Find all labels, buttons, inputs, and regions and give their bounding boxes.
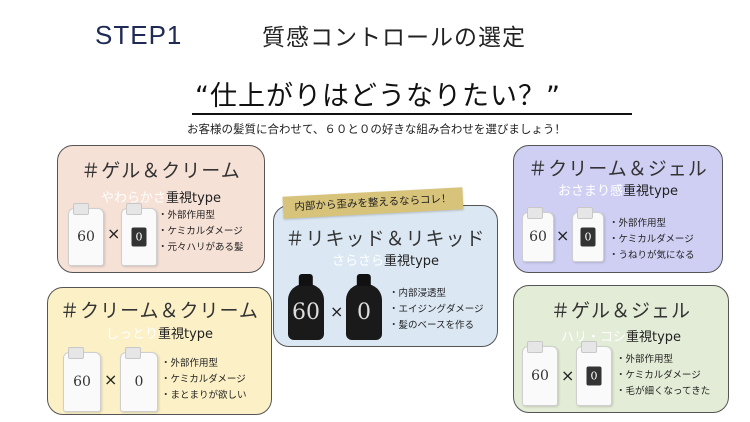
card-bullets: ・内部浸透型 ・エイジングダメージ ・髪のベースを作る: [389, 288, 484, 331]
card-title: ＃ゲル＆クリーム: [81, 160, 241, 182]
page-title: 質感コントロールの選定: [262, 25, 526, 51]
card-bullets: ・外部作用型 ・ケミカルダメージ ・毛が細くなってきた: [616, 354, 711, 397]
card-bullets: ・外部作用型 ・ケミカルダメージ ・まとまりが欲しい: [161, 358, 247, 401]
product-pouch-0: 0: [572, 207, 604, 262]
card-accent: ハリ・コシ: [560, 330, 626, 345]
card-suffix: 重視type: [622, 184, 679, 199]
subtitle: お客様の髪質に合わせて、６０と０の好きな組み合わせを選びましょう！: [187, 122, 566, 136]
card-accent: おさまり感: [557, 184, 623, 199]
product-pouch-60: 60: [63, 347, 101, 412]
times-symbol: ×: [561, 366, 575, 385]
product-bottle-60: 60: [288, 274, 324, 340]
card-gel-cream: ＃ゲル＆クリーム やわらかさ重視type 60 × 0 ・外部作用型 ・ケミカル…: [57, 145, 265, 273]
card-suffix: 重視type: [157, 327, 214, 342]
card-accent: しっとり: [105, 327, 158, 342]
card-title: ＃クリーム＆クリーム: [60, 300, 259, 322]
card-suffix: 重視type: [383, 254, 440, 269]
card-subtitle: さらさら重視type: [274, 250, 497, 269]
times-symbol: ×: [107, 224, 121, 243]
product-pouch-60: 60: [68, 203, 104, 266]
times-symbol: ×: [104, 370, 118, 389]
product-bottle-0: 0: [346, 274, 382, 340]
product-pouch-0: 0: [576, 341, 612, 406]
card-cream-gel: ＃クリーム＆ジェル おさまり感重視type 60 × 0 ・外部作用型 ・ケミカ…: [513, 145, 723, 273]
card-accent: さらさら: [331, 254, 384, 269]
card-suffix: 重視type: [625, 330, 682, 345]
card-title: ＃リキッド＆リキッド: [285, 228, 486, 250]
card-subtitle: おさまり感重視type: [514, 180, 722, 199]
card-subtitle: やわらかさ重視type: [58, 187, 264, 206]
step-label: STEP1: [95, 20, 183, 50]
card-bullets: ・外部作用型 ・ケミカルダメージ ・うねりが気になる: [609, 218, 695, 261]
card-bullets: ・外部作用型 ・ケミカルダメージ ・元々ハリがある髪: [158, 210, 244, 253]
product-pouch-60: 60: [522, 207, 554, 262]
times-symbol: ×: [556, 226, 570, 245]
times-symbol: ×: [330, 302, 344, 321]
card-subtitle: ハリ・コシ重視type: [514, 326, 728, 345]
card-title: ＃ゲル＆ジェル: [550, 300, 691, 322]
card-subtitle: しっとり重視type: [48, 323, 271, 342]
product-pouch-0: 0: [120, 347, 158, 412]
card-cream-cream: ＃クリーム＆クリーム しっとり重視type 60 × 0 ・外部作用型 ・ケミカ…: [47, 287, 272, 415]
card-title: ＃クリーム＆ジェル: [528, 158, 708, 180]
product-pouch-0: 0: [121, 203, 157, 266]
card-liquid-liquid: ＃リキッド＆リキッド さらさら重視type 60 × 0 ・内部浸透型 ・エイジ…: [273, 205, 498, 347]
card-suffix: 重視type: [165, 191, 222, 206]
card-accent: やわらかさ: [100, 191, 166, 206]
question-heading: “仕上がりはどうなりたい？”: [195, 81, 561, 112]
card-gel-gel: ＃ゲル＆ジェル ハリ・コシ重視type 60 × 0 ・外部作用型 ・ケミカルダ…: [513, 285, 729, 413]
product-pouch-60: 60: [522, 341, 558, 406]
question-underline: [192, 113, 632, 115]
